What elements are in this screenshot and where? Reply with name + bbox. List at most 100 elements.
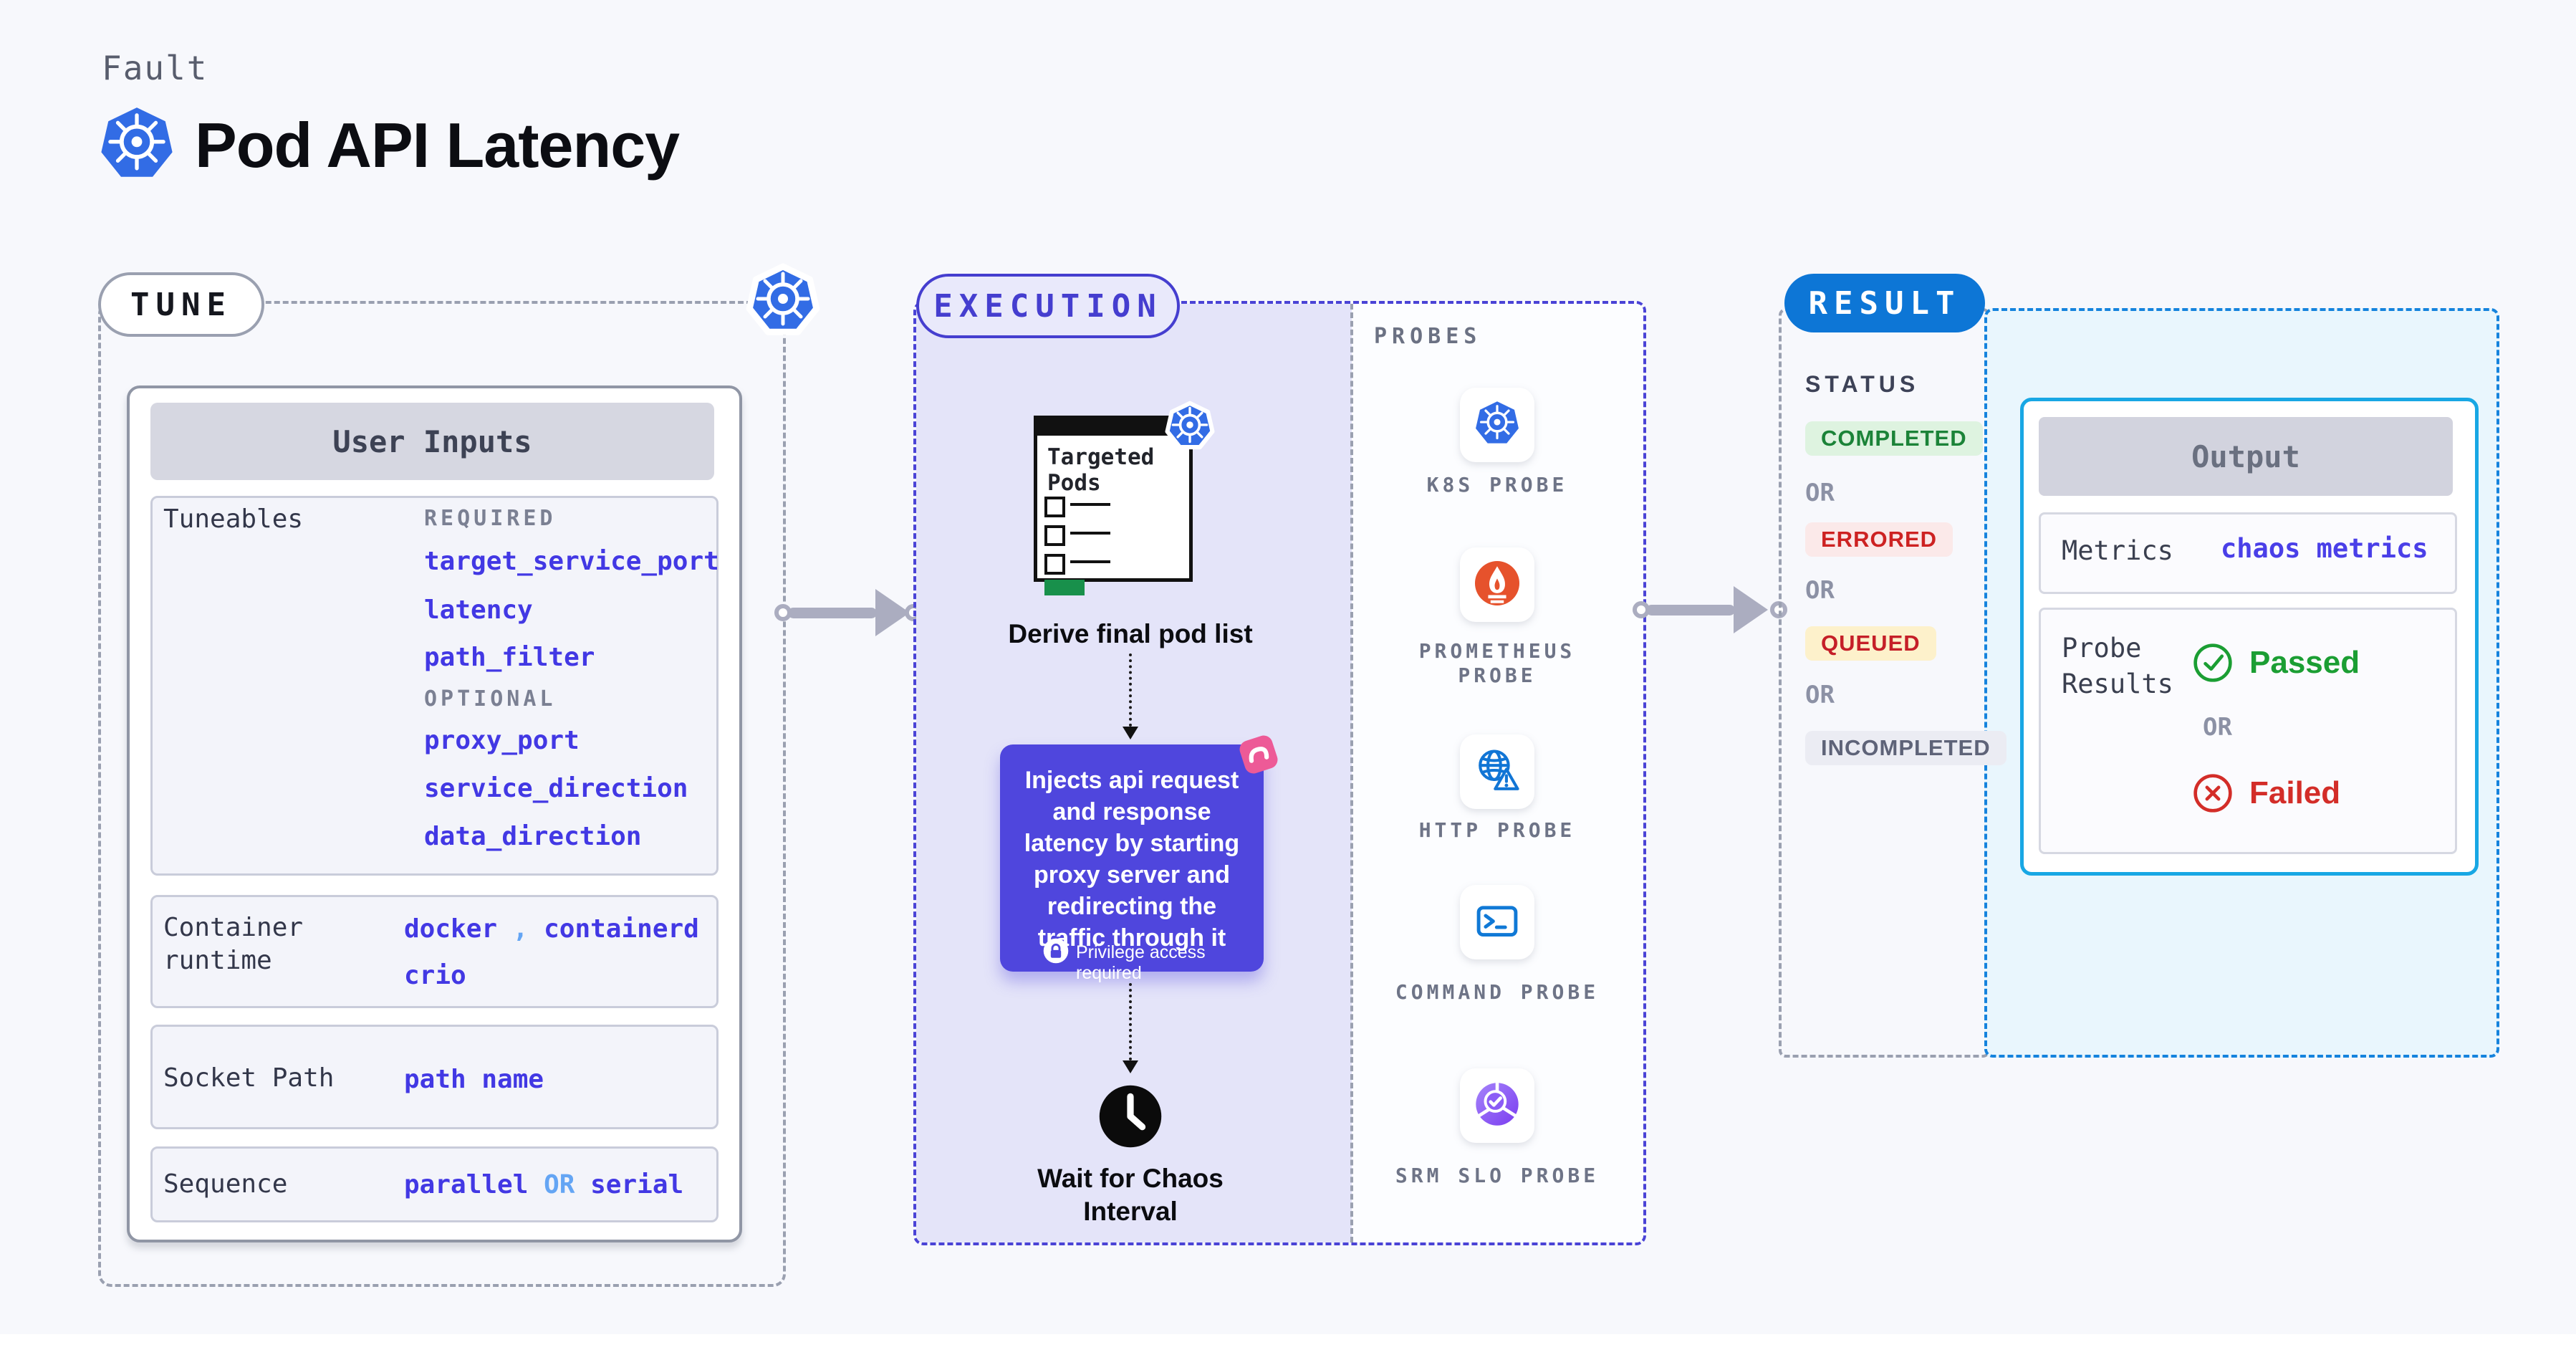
list-line [1070,503,1110,506]
output-title: Output [2191,439,2300,474]
litmus-chaos-icon [1236,732,1281,777]
result-pill: RESULT [1784,274,1985,332]
arrow-endpoint-dot [774,604,792,621]
or-label: OR [1805,681,1835,709]
socket-path-label: Socket Path [163,1063,335,1093]
arrow-head-icon [875,589,910,636]
slo-pie-check-icon [1474,1081,1521,1131]
probe-label: SRM SLO PROBE [1395,1164,1600,1187]
dotted-connector [1129,653,1132,727]
x-circle-icon [2192,772,2234,814]
status-badge-incompleted: INCOMPLETED [1805,731,2007,765]
prometheus-icon [1474,560,1521,610]
probe-label: K8S PROBE [1426,473,1568,497]
tuneable-required-field: target_service_port [424,547,719,576]
sequence-serial: serial [590,1170,684,1199]
runtime-separator: , [512,914,529,944]
wait-chaos-caption: Wait for Chaos Interval [1037,1164,1224,1226]
tuneable-optional-field: proxy_port [424,726,580,755]
socket-path-value: path name [404,1065,544,1094]
arrow-head-icon [1123,727,1138,739]
runtime-docker: docker [404,914,498,944]
checkbox-icon [1044,554,1065,575]
probes-section-label: PROBES [1374,324,1482,349]
arrow-endpoint-dot [1633,601,1650,618]
probes-divider [1350,304,1353,1242]
execution-to-result-arrow [1646,605,1735,616]
probe-card-srm-slo [1460,1068,1534,1143]
lock-icon [1043,938,1069,964]
tuneables-row [150,496,719,876]
badge-label: COMPLETED [1821,426,1967,451]
metrics-value: chaos metrics [2221,533,2428,564]
socket-path-row [150,1025,719,1129]
probe-card-prometheus [1460,547,1534,622]
output-header: Output [2039,417,2453,496]
metrics-label: Metrics [2062,535,2173,566]
probe-card-k8s [1460,388,1534,462]
required-label: REQUIRED [424,506,557,531]
container-runtime-label: Container runtime [163,913,304,975]
kubernetes-icon [99,106,175,182]
execution-pill-label: EXECUTION [933,287,1163,325]
optional-label: OPTIONAL [424,686,557,712]
green-button-shape [1044,580,1085,595]
probe-label: HTTP PROBE [1418,818,1576,842]
list-line [1070,532,1110,535]
or-label: OR [1805,479,1835,507]
runtime-containerd: containerd [544,914,699,944]
page-title: Pod API Latency [195,110,680,181]
checkbox-icon [1044,525,1065,546]
targeted-pods-title: Targeted Pods [1047,444,1155,496]
clock-icon [1097,1083,1163,1149]
failed-label: Failed [2249,775,2341,810]
passed-label: Passed [2249,645,2360,680]
kubernetes-icon [741,259,825,343]
or-label: OR [2203,713,2232,742]
sequence-parallel: parallel [404,1170,529,1199]
check-circle-icon [2192,642,2234,684]
user-inputs-header: User Inputs [150,403,714,480]
fault-eyebrow: Fault [102,49,208,87]
probe-label: COMMAND PROBE [1395,980,1600,1004]
tune-group-box [98,301,786,1287]
arrow-head-icon [1734,586,1768,633]
arrow-head-icon [1123,1060,1138,1073]
status-badge-queued: QUEUED [1805,626,1936,661]
tuneables-label: Tuneables [163,504,304,534]
kubernetes-icon [1162,398,1218,454]
targeted-pods-card: Targeted Pods [1034,416,1193,595]
badge-label: QUEUED [1821,631,1921,656]
badge-label: INCOMPLETED [1821,735,1991,760]
probe-results-label: Probe Results [2062,633,2173,699]
globe-warning-icon [1473,746,1522,798]
inject-latency-text: Injects api request and response latency… [1024,767,1240,952]
dotted-connector [1129,983,1132,1060]
container-runtime-values: docker , containerd [404,915,699,944]
card-title-bar [1034,416,1170,436]
privilege-note: Privilege access required [1076,942,1206,983]
tuneable-required-field: latency [424,595,533,625]
tuneable-required-field: path_filter [424,643,595,672]
or-label: OR [1805,576,1835,605]
status-badge-errored: ERRORED [1805,522,1953,557]
tuneable-optional-field: service_direction [424,774,688,803]
runtime-crio: crio [404,961,466,990]
checkbox-icon [1044,497,1065,517]
derive-pod-list-caption: Derive final pod list [1008,619,1253,648]
status-label: STATUS [1805,371,1920,397]
result-pill-label: RESULT [1808,284,1961,322]
badge-label: ERRORED [1821,527,1938,552]
list-line [1070,560,1110,563]
sequence-or: OR [544,1170,575,1199]
tune-pill-label: TUNE [130,286,232,323]
container-runtime-row [150,895,719,1008]
probe-label: PROMETHEUS PROBE [1418,639,1576,687]
probe-card-command [1460,885,1534,959]
sequence-row [150,1146,719,1222]
sequence-label: Sequence [163,1169,288,1199]
status-badge-completed: COMPLETED [1805,421,1983,456]
inject-latency-box: Injects api request and response latency… [1000,744,1264,983]
execution-pill: EXECUTION [916,274,1180,338]
tuneable-optional-field: data_direction [424,822,642,851]
